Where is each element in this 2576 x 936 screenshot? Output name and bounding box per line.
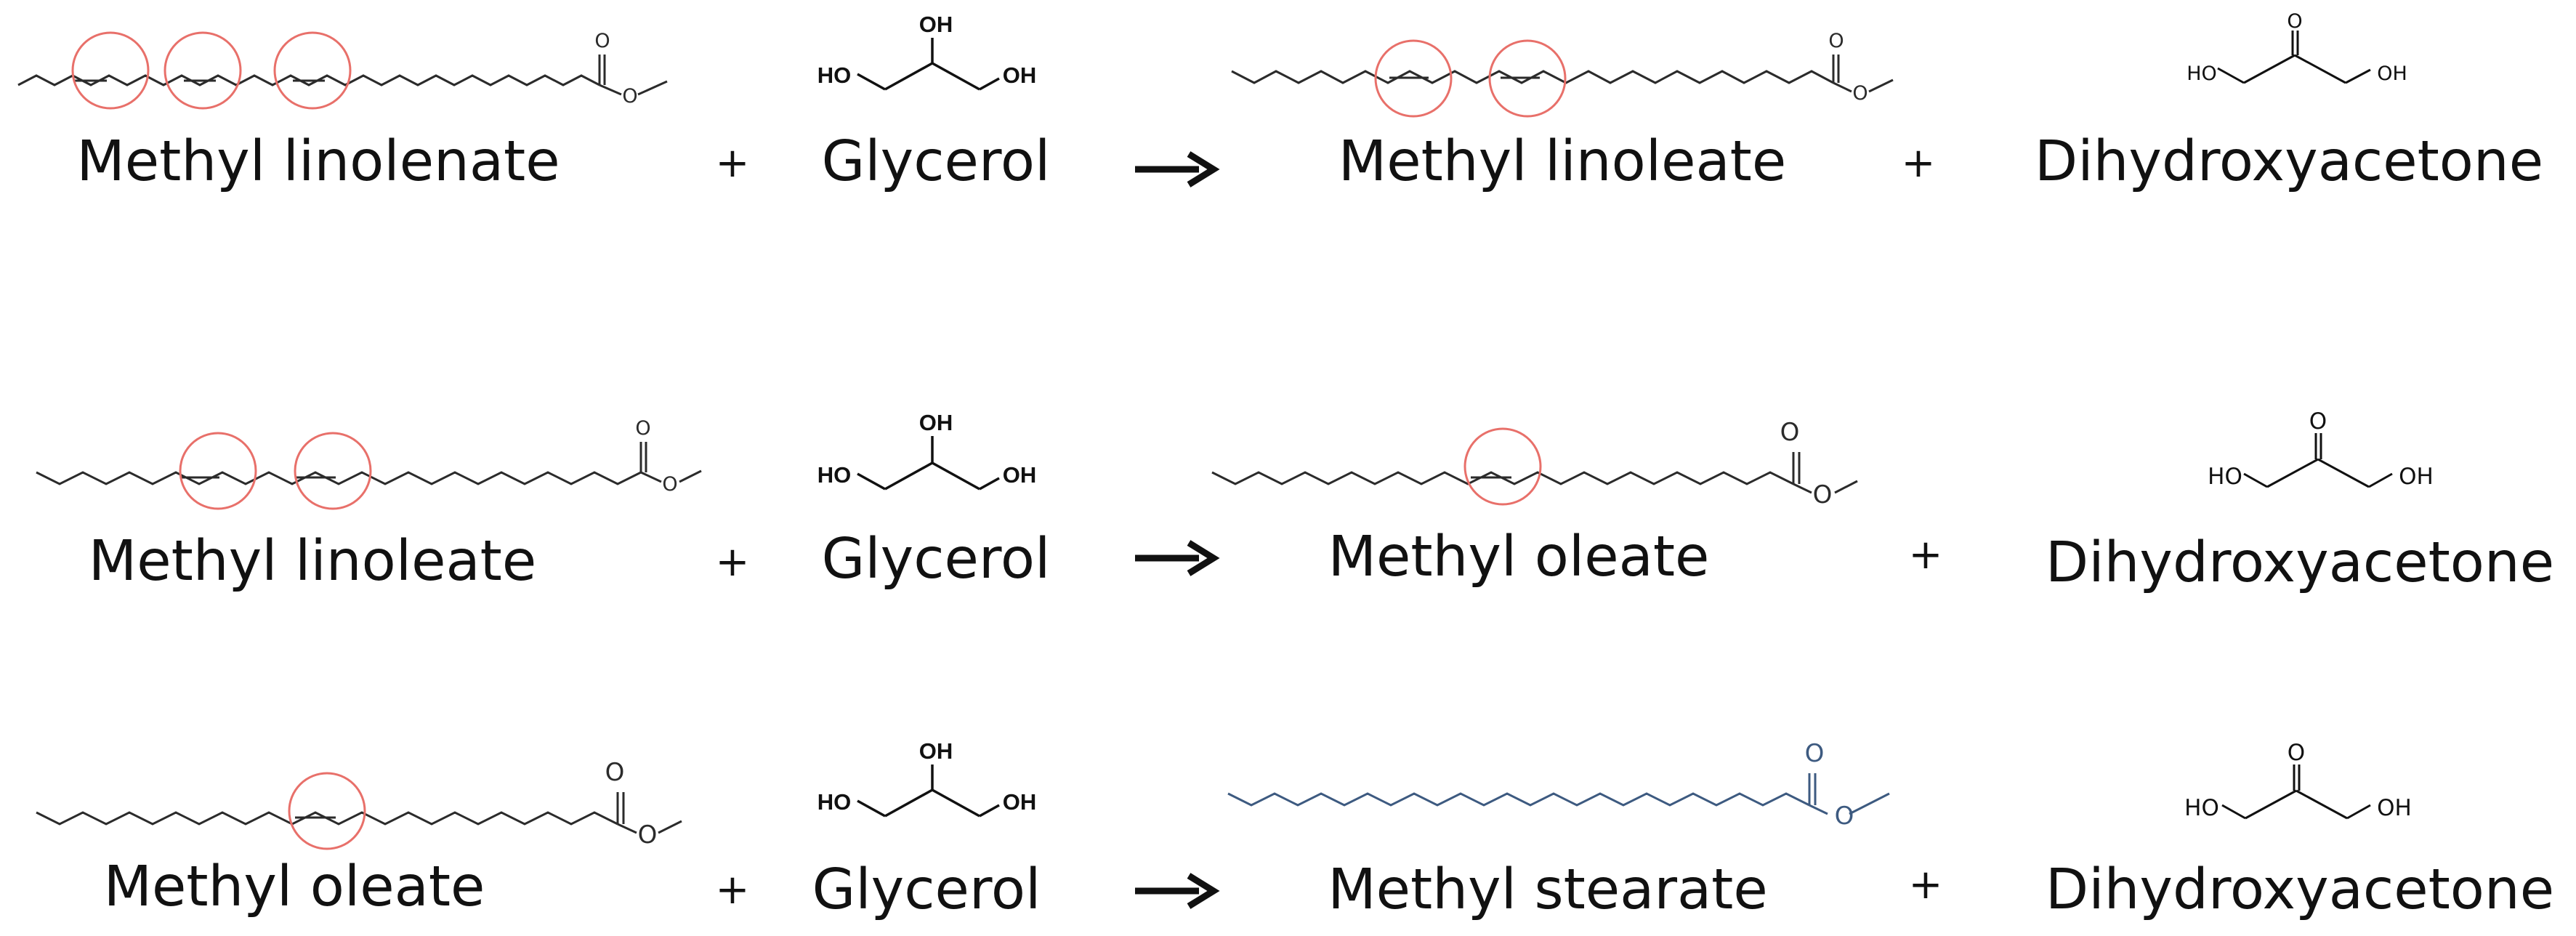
double-bond-highlights: [288, 772, 366, 850]
ester-oxygen: O: [1813, 480, 1833, 509]
plus-sign: +: [716, 140, 750, 187]
product-label: Methyl oleate: [1328, 525, 1710, 589]
reactant-label: Methyl linolenate: [76, 129, 560, 194]
glycerol-structure: [857, 436, 1000, 491]
ketone-oxygen: O: [2288, 740, 2305, 766]
glycerol-oh-right: OH: [1003, 789, 1037, 815]
reactant-label: Methyl oleate: [104, 855, 485, 919]
carbonyl-oxygen: O: [605, 758, 625, 787]
highlight-circle: [1488, 39, 1567, 118]
plus-sign: +: [1909, 531, 1943, 578]
ester-oxygen: O: [638, 820, 658, 850]
product-structure: [1211, 452, 1858, 494]
plus-sign: +: [716, 538, 750, 586]
plus-sign: +: [1909, 861, 1943, 908]
ester-oxygen: O: [622, 85, 637, 108]
product-structure: [1231, 55, 1894, 93]
product-structure: [1227, 773, 1890, 815]
dha-ho-left: HO: [2187, 62, 2217, 85]
dihydroxyacetone-structure: [2217, 31, 2371, 84]
reagent-label: Glycerol: [822, 129, 1051, 194]
ketone-oxygen: O: [2287, 10, 2302, 33]
dihydroxyacetone-structure: [2221, 764, 2371, 820]
ester-oxygen: O: [1852, 82, 1868, 105]
glycerol-oh-top: OH: [919, 12, 953, 37]
carbonyl-oxygen: O: [1805, 739, 1825, 768]
plus-sign: +: [716, 866, 750, 913]
reaction-row-2: O O Methyl linoleate + OH HO OH Glycerol: [36, 408, 2554, 595]
product-label: Methyl linoleate: [1339, 129, 1786, 194]
carbonyl-oxygen: O: [635, 417, 650, 440]
reaction-arrow: [1135, 873, 1220, 909]
carbonyl-oxygen: O: [594, 30, 610, 52]
plus-sign: +: [1902, 140, 1936, 187]
glycerol-oh-top: OH: [919, 410, 953, 435]
glycerol-ho-left: HO: [817, 62, 852, 88]
carbonyl-oxygen: O: [1780, 418, 1800, 447]
double-bond-highlights: [179, 432, 372, 510]
reactant-structure: [36, 442, 702, 485]
dha-ho-left: HO: [2208, 464, 2242, 490]
byproduct-label: Dihydroxyacetone: [2046, 858, 2554, 922]
glycerol-structure: [857, 764, 1000, 818]
highlight-circle: [179, 432, 257, 510]
ester-oxygen: O: [1835, 802, 1854, 831]
ester-oxygen: O: [662, 473, 677, 496]
glycerol-structure: [857, 38, 1000, 91]
glycerol-oh-right: OH: [1003, 462, 1037, 488]
dha-oh-right: OH: [2399, 464, 2434, 490]
glycerol-ho-left: HO: [817, 789, 852, 815]
reagent-label: Glycerol: [822, 527, 1051, 592]
byproduct-label: Dihydroxyacetone: [2046, 530, 2554, 595]
highlight-circle: [1374, 39, 1453, 118]
dha-ho-left: HO: [2184, 795, 2219, 821]
double-bond-highlights: [1463, 427, 1542, 506]
glycerol-oh-top: OH: [919, 738, 953, 764]
highlight-circle: [273, 31, 352, 110]
reaction-arrow: [1135, 151, 1220, 187]
carbonyl-oxygen: O: [1828, 30, 1844, 52]
highlight-circle: [294, 432, 372, 510]
highlight-circle: [1463, 427, 1542, 506]
reagent-label: Glycerol: [812, 858, 1041, 922]
highlight-circle: [288, 772, 366, 850]
product-label: Methyl stearate: [1328, 858, 1768, 922]
glycerol-ho-left: HO: [817, 462, 852, 488]
glycerol-oh-right: OH: [1003, 62, 1037, 88]
reaction-row-1: O O Methyl linolenate + OH HO OH Glycero…: [17, 10, 2543, 194]
reactant-structure: [17, 55, 668, 96]
double-bond-highlights: [1374, 39, 1567, 118]
reactant-label: Methyl linoleate: [89, 529, 536, 594]
reaction-row-3: O O Methyl oleate + OH HO OH Glycerol: [36, 738, 2554, 922]
reactant-structure: [36, 792, 682, 834]
double-bond-highlights: [71, 31, 352, 110]
highlight-circle: [163, 31, 242, 110]
ketone-oxygen: O: [2309, 408, 2327, 435]
dha-oh-right: OH: [2377, 795, 2412, 821]
dihydroxyacetone-structure: [2243, 433, 2393, 488]
byproduct-label: Dihydroxyacetone: [2035, 129, 2543, 194]
reaction-arrow: [1135, 540, 1220, 576]
highlight-circle: [71, 31, 150, 110]
dha-oh-right: OH: [2377, 62, 2407, 85]
